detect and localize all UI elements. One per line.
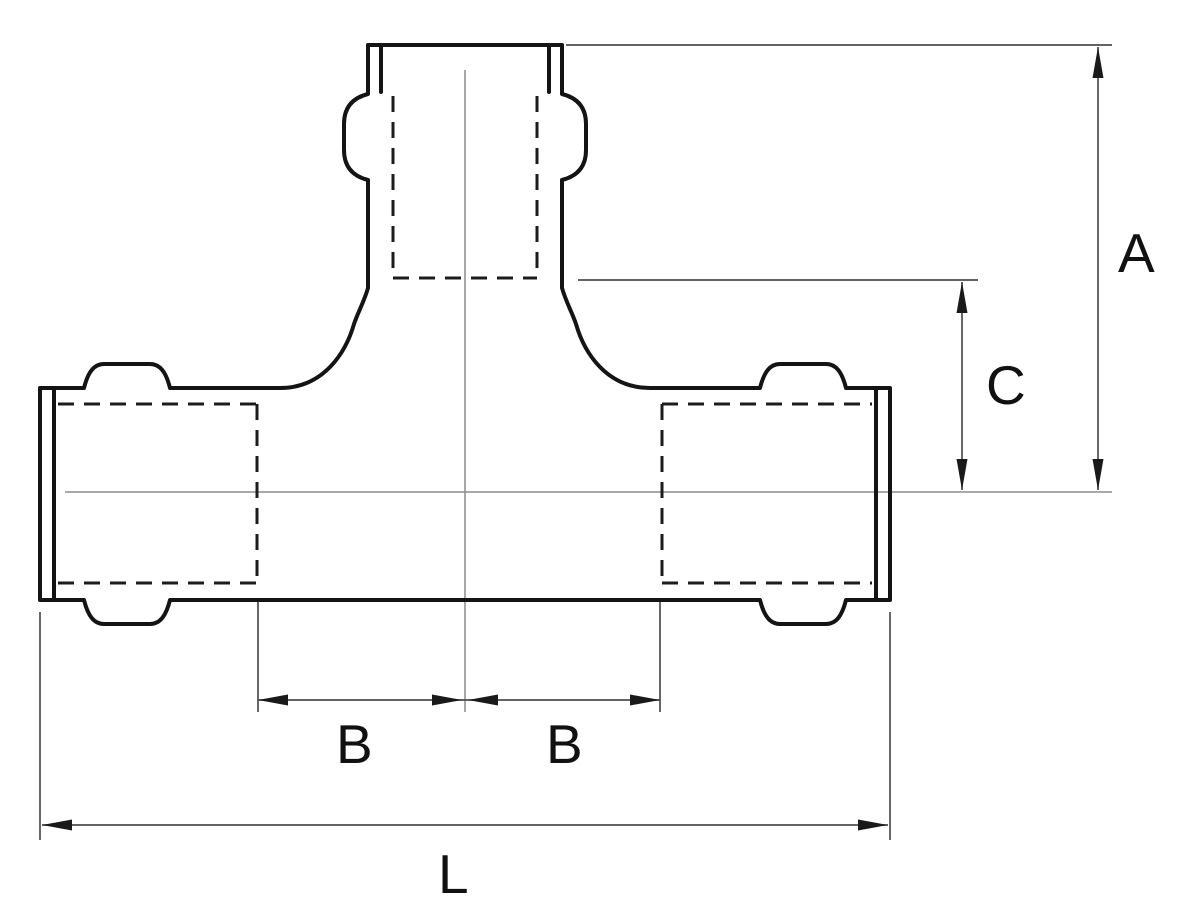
arrow-a-up-icon — [1092, 47, 1104, 78]
dim-label-c: C — [986, 354, 1026, 416]
fitting-outline — [38, 43, 892, 626]
dimension-labels: A C B B L — [336, 222, 1155, 905]
arrow-l-right-icon — [858, 819, 888, 831]
arrow-b-right-outer-icon — [630, 694, 660, 706]
centerlines — [65, 70, 1112, 712]
fitting-body — [38, 43, 892, 626]
arrow-b-left-inner-icon — [432, 694, 462, 706]
dim-label-b-right: B — [546, 713, 583, 775]
hidden-socket-lines — [58, 96, 872, 585]
arrow-b-left-outer-icon — [258, 694, 288, 706]
dimension-arrowheads — [42, 47, 1104, 831]
dimension-lines — [42, 47, 1099, 826]
arrow-l-left-icon — [42, 819, 72, 831]
arrow-c-down-icon — [956, 459, 968, 490]
dim-label-b-left: B — [336, 713, 373, 775]
dim-label-l: L — [438, 843, 469, 905]
arrow-b-right-inner-icon — [468, 694, 498, 706]
dim-label-a: A — [1118, 222, 1155, 284]
arrow-c-up-icon — [956, 282, 968, 313]
arrow-a-down-icon — [1092, 459, 1104, 490]
extension-lines — [39, 44, 1112, 840]
